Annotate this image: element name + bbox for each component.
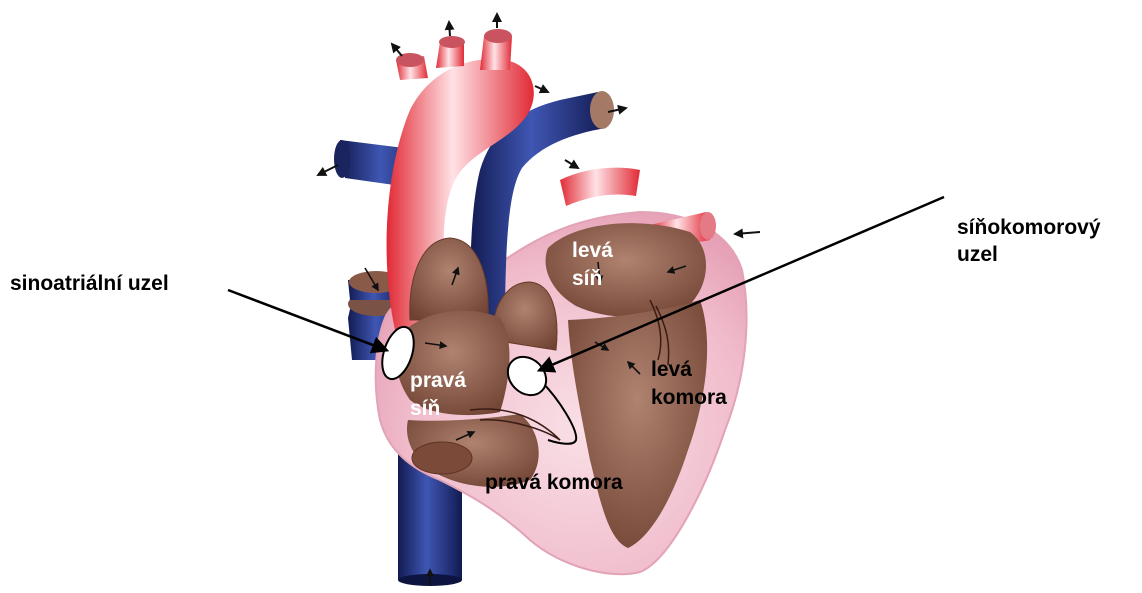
left-ventricle-label-line2: komora bbox=[651, 385, 727, 411]
right-atrium-label-line2: síň bbox=[410, 396, 440, 422]
av-node-label-line1: síňokomorový bbox=[957, 215, 1101, 241]
left-ventricle-label-line1: levá bbox=[651, 357, 692, 383]
sa-node-label: sinoatriální uzel bbox=[10, 271, 169, 297]
left-atrium-label-line1: levá bbox=[572, 238, 613, 264]
valve-opening bbox=[412, 442, 472, 474]
av-node-label-line2: uzel bbox=[957, 242, 998, 268]
left-atrium-label-line2: síň bbox=[572, 266, 602, 292]
right-atrium-label-line1: pravá bbox=[410, 368, 466, 394]
right-ventricle-label: pravá komora bbox=[485, 470, 623, 496]
